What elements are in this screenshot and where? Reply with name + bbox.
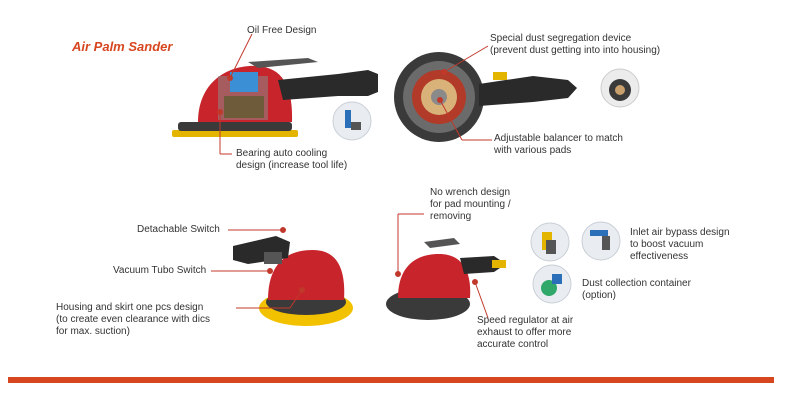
label-oil-free: Oil Free Design [247, 25, 317, 36]
balancer-detail-illustration [600, 68, 640, 108]
label-no-wrench: No wrench design for pad mounting / remo… [430, 187, 511, 222]
label-vacuum-switch: Vacuum Tubo Switch [113, 265, 207, 276]
label-housing-skirt: Housing and skirt one pcs design (to cre… [56, 302, 210, 337]
label-speed-regulator: Speed regulator at air exhaust to offer … [477, 315, 574, 350]
label-bearing-cooling: Bearing auto cooling design (increase to… [236, 148, 348, 171]
dust-container-icon [532, 264, 572, 304]
label-inlet-bypass: Inlet air bypass design to boost vacuum … [630, 227, 730, 262]
sander-side-illustration-center [386, 238, 506, 320]
dust-segregation-icon [530, 222, 570, 262]
page-title: Air Palm Sander [72, 39, 173, 54]
footer-accent-bar [8, 377, 774, 383]
bypass-detail-illustration [332, 101, 372, 141]
cutaway-sander-illustration [172, 58, 378, 137]
label-detachable-switch: Detachable Switch [137, 224, 220, 235]
sander-top-view-illustration [394, 52, 577, 142]
inlet-bypass-icon [581, 221, 621, 261]
label-balancer: Adjustable balancer to match with variou… [494, 133, 623, 156]
label-dust-segregation: Special dust segregation device (prevent… [490, 33, 661, 56]
label-dust-container: Dust collection container (option) [582, 278, 691, 301]
